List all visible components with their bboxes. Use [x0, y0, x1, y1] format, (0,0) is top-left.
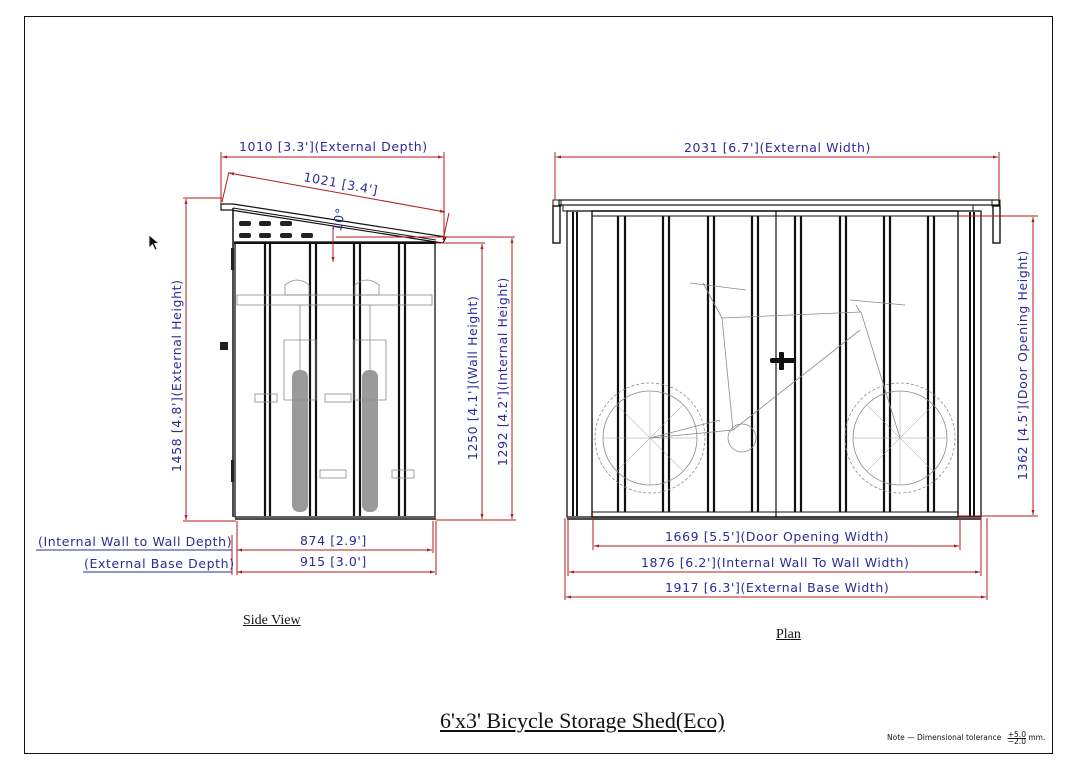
- tolerance-values: +5.0 −2.0: [1007, 730, 1026, 746]
- base-width-dim: 1917 [6.3'](External Base Width): [665, 580, 889, 595]
- side-view-drawing: [220, 203, 447, 520]
- door-handle-icon: [770, 352, 795, 370]
- tolerance-unit: mm.: [1028, 733, 1046, 742]
- internal-height-dim: 1292 [4.2'](Internal Height): [495, 277, 510, 466]
- internal-depth-value: 874 [2.9']: [300, 533, 367, 548]
- plan-view-dimensions: [554, 152, 1038, 600]
- external-height-dim: 1458 [4.8'](External Height): [169, 279, 184, 472]
- plan-view-dimension-text: 2031 [6.7'](External Width) 1362 [4.5'](…: [641, 140, 1030, 595]
- tolerance-note: Note — Dimensional tolerance +5.0 −2.0 m…: [887, 730, 1046, 746]
- plan-view-label: Plan: [776, 627, 801, 642]
- tolerance-minus: −2.0: [1007, 737, 1026, 746]
- roof-angle-dim: 10°: [329, 206, 348, 232]
- tolerance-plus: +5.0: [1007, 730, 1026, 739]
- external-depth-dim: 1010 [3.3'](External Depth): [239, 139, 428, 154]
- bicycle-icon: [594, 282, 956, 494]
- base-depth-label: (External Base Depth): [84, 556, 235, 571]
- bicycle-side-icon: [236, 279, 433, 512]
- vent-icons: [239, 221, 313, 238]
- mouse-cursor-icon: [148, 234, 161, 251]
- side-view-label: Side View: [243, 613, 301, 628]
- tolerance-note-label: Note — Dimensional tolerance: [887, 733, 1002, 742]
- external-width-dim: 2031 [6.7'](External Width): [684, 140, 871, 155]
- wall-height-dim: 1250 [4.1'](Wall Height): [465, 296, 480, 460]
- internal-width-dim: 1876 [6.2'](Internal Wall To Wall Width): [641, 555, 909, 570]
- side-view-dimension-text: 1010 [3.3'](External Depth) 1021 [3.4'] …: [38, 139, 510, 571]
- door-opening-width-dim: 1669 [5.5'](Door Opening Width): [665, 529, 889, 544]
- drawing-title: 6'x3' Bicycle Storage Shed(Eco): [440, 708, 725, 733]
- internal-depth-label: (Internal Wall to Wall Depth): [38, 534, 232, 549]
- base-depth-value: 915 [3.0']: [300, 554, 367, 569]
- drawing-frame: [24, 16, 1053, 754]
- plan-view-drawing: [552, 199, 1001, 520]
- side-view-dimensions: [36, 152, 516, 575]
- door-opening-height-dim: 1362 [4.5'](Door Opening Height): [1015, 250, 1030, 480]
